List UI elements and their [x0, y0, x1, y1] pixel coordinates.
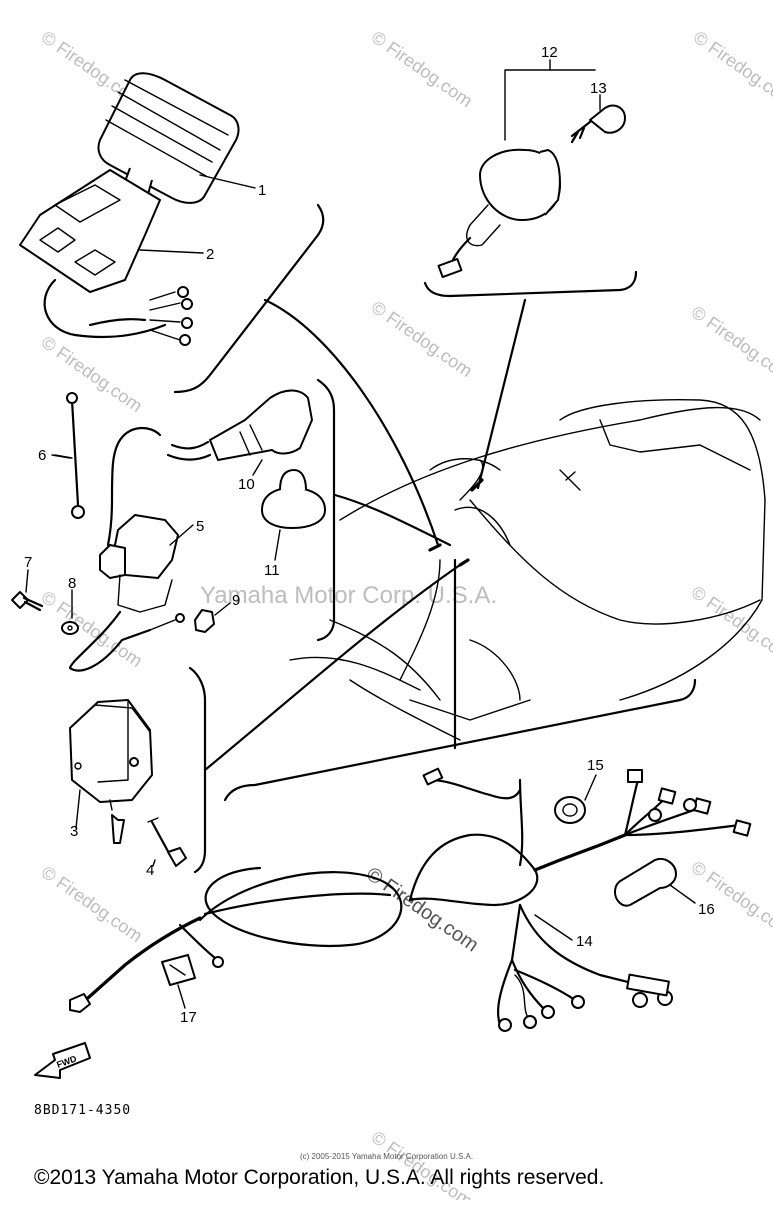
- callout-13: 13: [590, 80, 607, 97]
- snowmobile-body-outline: [289, 398, 766, 741]
- watermark-firedog-8: © Firedog.com: [688, 582, 773, 666]
- callout-12: 12: [541, 44, 558, 61]
- part-15-grommet: [554, 796, 586, 824]
- watermark-firedog-7: © Firedog.com: [38, 587, 146, 671]
- callout-6: 6: [38, 447, 46, 464]
- watermark-firedog-dark: © Firedog.com: [362, 863, 482, 956]
- connection-lines: [203, 298, 697, 802]
- group-bracket-top-right: [423, 270, 638, 298]
- watermark-firedog-2: © Firedog.com: [368, 27, 476, 111]
- group-bracket-top-left: [173, 203, 325, 394]
- part-12-main-switch: [437, 59, 596, 279]
- callout-7: 7: [24, 554, 32, 571]
- part-6-ground-lead: [54, 392, 85, 519]
- drawing-code: 8BD171-4350: [34, 1103, 132, 1118]
- part-9-nut: [194, 609, 215, 633]
- part-2-cdi-bracket: [19, 169, 193, 346]
- watermark-firedog-6: © Firedog.com: [688, 302, 773, 386]
- part-16-cap: [614, 858, 677, 907]
- callout-15: 15: [587, 757, 604, 774]
- callout-3: 3: [70, 823, 78, 840]
- callout-labels: 1 2 3 4 5 6 7 8 9 10 11 12 13 14 15 16 1…: [24, 44, 715, 1026]
- callout-17: 17: [180, 1009, 197, 1026]
- watermark-firedog-3: © Firedog.com: [690, 27, 773, 111]
- part-4-bolt: [147, 817, 187, 867]
- watermark-firedog-5: © Firedog.com: [368, 297, 476, 381]
- part-11-rubber-boot: [261, 469, 326, 529]
- callout-14: 14: [576, 933, 593, 950]
- callout-1: 1: [258, 182, 266, 199]
- tiny-credit: (c) 2005-2015 Yamaha Motor Corporation U…: [299, 1152, 474, 1161]
- callout-10: 10: [238, 476, 255, 493]
- callout-2: 2: [206, 246, 214, 263]
- group-bracket-bottom-left: [188, 666, 207, 874]
- callout-16: 16: [698, 901, 715, 918]
- part-13-key: [570, 94, 626, 144]
- callout-leaders: [25, 174, 696, 1009]
- watermark-firedog-9: © Firedog.com: [38, 862, 146, 946]
- watermark-main: Yamaha Motor Corp. U.S.A.: [200, 582, 497, 609]
- callout-5: 5: [196, 518, 204, 535]
- watermark-firedog-10: © Firedog.com: [688, 857, 773, 941]
- watermark-firedog-4: © Firedog.com: [38, 332, 146, 416]
- part-3-voltage-regulator: [69, 699, 153, 844]
- part-5-ignition-coil: [68, 427, 185, 672]
- part-17-clamp: [161, 954, 196, 986]
- part-10-plug-cap: [166, 389, 313, 461]
- part-14-wire-harness: [69, 767, 752, 1032]
- callout-4: 4: [146, 862, 154, 879]
- callout-9: 9: [232, 592, 240, 609]
- callout-11: 11: [264, 562, 280, 579]
- part-8-washer: [61, 621, 79, 635]
- fwd-arrow: FWD: [34, 1042, 91, 1079]
- copyright-notice: ©2013 Yamaha Motor Corporation, U.S.A. A…: [34, 1166, 605, 1189]
- part-7-bolt: [11, 591, 44, 612]
- group-bracket-middle: [316, 378, 336, 642]
- callout-8: 8: [68, 575, 76, 592]
